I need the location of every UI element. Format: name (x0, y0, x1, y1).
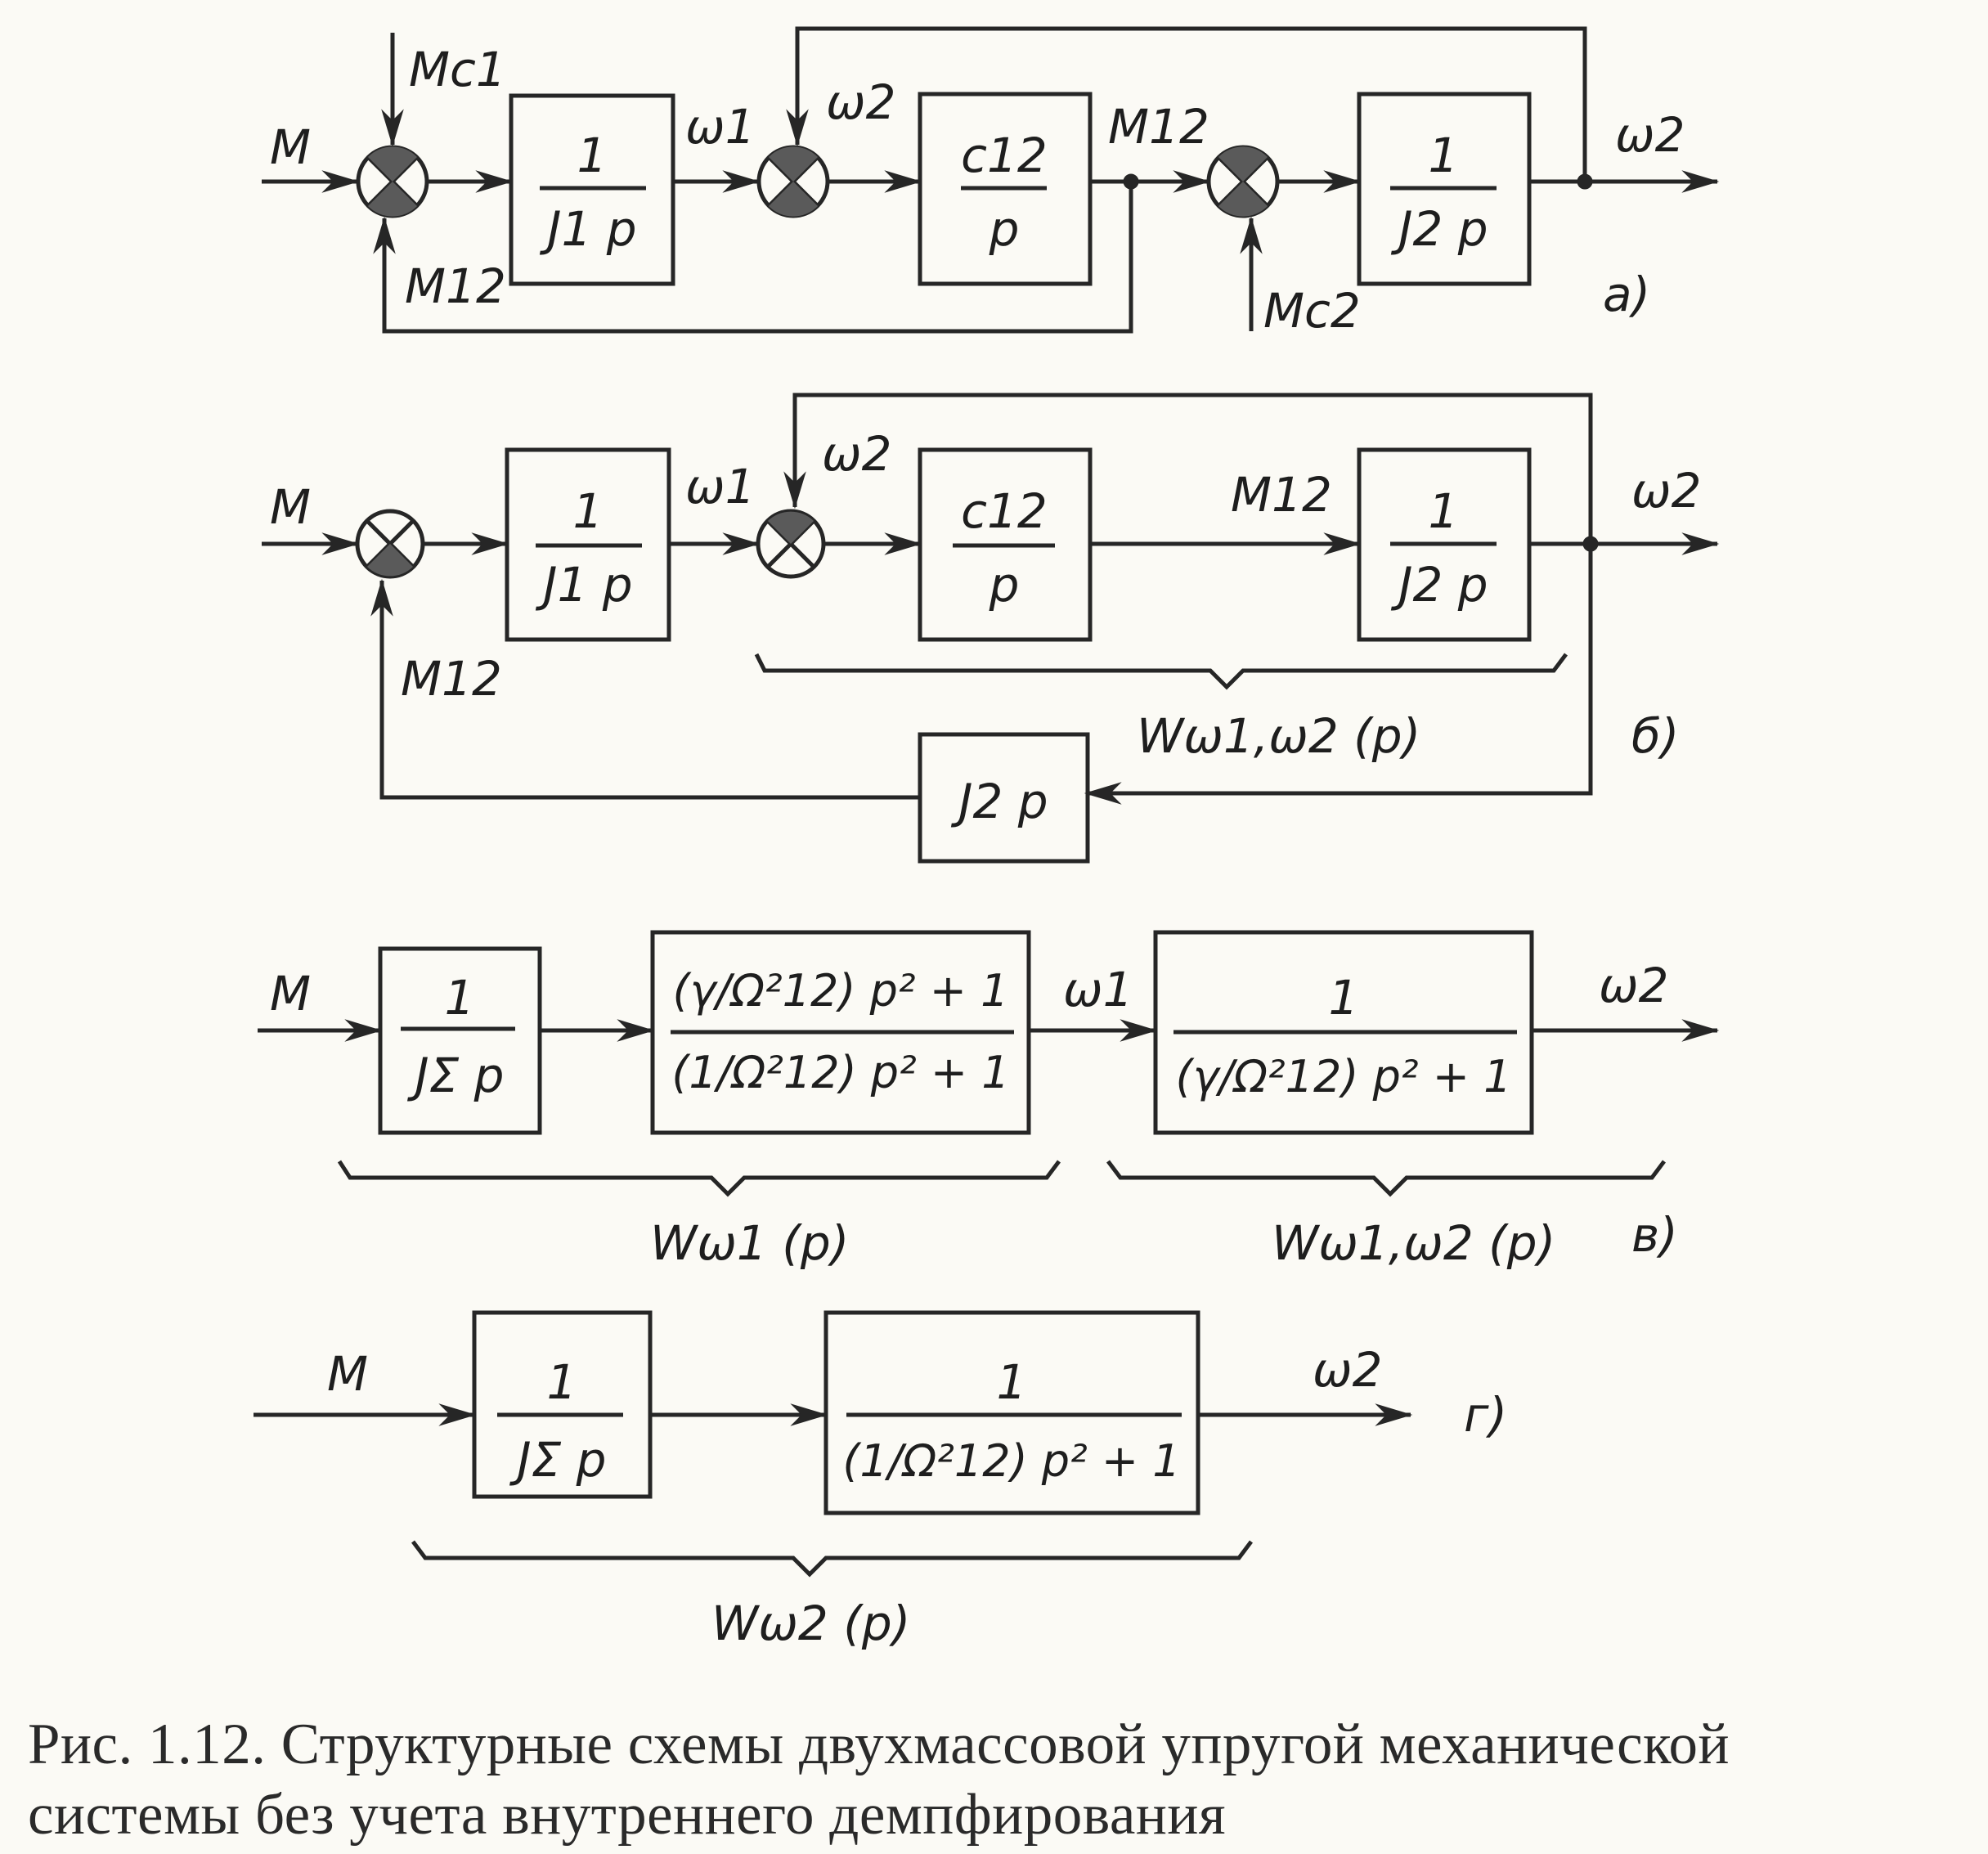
diagram-label: б) (1631, 708, 1679, 764)
feedback-m12-label: M12 (401, 651, 502, 707)
block-1-denominator: JΣ p (406, 1048, 504, 1103)
summing-junction (1206, 145, 1280, 218)
brace-label-1: Wω1 (p) (650, 1215, 849, 1271)
block-1-numerator: 1 (573, 483, 604, 539)
omega1-label: ω1 (1063, 962, 1133, 1017)
block-2-denominator: p (989, 201, 1020, 257)
disturbance-2-label: Mc2 (1263, 283, 1361, 339)
summing-junction (355, 509, 425, 579)
brace-w-omega1 (337, 1160, 1061, 1197)
omega1-label: ω1 (685, 459, 755, 514)
figure-caption: Рис. 1.12. Структурные схемы двухмассово… (28, 1709, 1958, 1850)
block-2-numerator: c12 (961, 483, 1048, 539)
brace-w-omega1-omega2 (754, 653, 1568, 690)
block-2-numerator: c12 (961, 128, 1048, 183)
block-3-denominator: (γ/Ω²12) p² + 1 (1176, 1051, 1512, 1102)
diagram-b (262, 393, 1720, 864)
diagram-d (254, 1310, 1413, 1578)
block-1-numerator: 1 (547, 1354, 577, 1410)
feedback-omega2-label: ω2 (822, 426, 891, 482)
output-label: ω2 (1631, 463, 1701, 518)
block-3-numerator: 1 (1329, 970, 1359, 1026)
block-3-numerator: 1 (1429, 483, 1459, 539)
feedback-m12-label: M12 (405, 258, 506, 314)
block-1-j1p (509, 93, 675, 286)
brace-w-omega2 (411, 1540, 1253, 1578)
diagram-label: г) (1464, 1387, 1507, 1443)
input-label: M (270, 966, 311, 1021)
m12-label: M12 (1231, 467, 1332, 523)
feedback-path-to-j2p (1084, 544, 1593, 805)
caption-line-1: Рис. 1.12. Структурные схемы двухмассово… (28, 1713, 1730, 1776)
input-label: M (270, 119, 311, 175)
diagram-label: в) (1631, 1207, 1678, 1263)
block-3-denominator: J2 p (1390, 201, 1488, 257)
feedback-omega2-path (783, 393, 1593, 544)
block-1-numerator: 1 (577, 128, 608, 183)
feedback-block-label: J2 p (950, 774, 1048, 829)
brace-w-omega1-omega2 (1106, 1160, 1666, 1197)
block-1-jsigma-p (378, 946, 542, 1135)
block-1-denominator: J1 p (535, 557, 632, 613)
block-2-numerator: (γ/Ω²12) p² + 1 (673, 965, 1009, 1017)
block-1-numerator: 1 (445, 970, 475, 1026)
brace-label: Wω1,ω2 (p) (1137, 708, 1420, 764)
feedback-m12-path (370, 578, 920, 800)
input-label: M (270, 479, 311, 535)
block-1-denominator: J1 p (539, 201, 636, 257)
diagram-a (262, 26, 1720, 334)
brace-label: Wω2 (p) (711, 1596, 910, 1651)
block-2-denominator: (1/Ω²12) p² + 1 (671, 1047, 1009, 1098)
feedback-m12-path (373, 182, 1133, 334)
summing-junction (356, 145, 429, 218)
brace-label-2: Wω1,ω2 (p) (1272, 1215, 1555, 1271)
block-3-numerator: 1 (1429, 128, 1459, 183)
input-label: M (327, 1346, 368, 1402)
disturbance-label: Mc1 (409, 42, 506, 97)
block-2-c12p (918, 92, 1093, 286)
feedback-omega2-path (786, 26, 1587, 182)
diagram-c (258, 930, 1720, 1197)
output-label: ω2 (1313, 1342, 1382, 1398)
summing-junction (756, 145, 830, 218)
m12-label: M12 (1108, 99, 1209, 155)
feedback-omega2-label: ω2 (826, 74, 895, 130)
output-label: ω2 (1615, 107, 1685, 163)
block-3-denominator: J2 p (1390, 557, 1488, 613)
output-label: ω2 (1599, 958, 1668, 1013)
summing-junction (756, 509, 826, 579)
block-2-denominator: (1/Ω²12) p² + 1 (842, 1435, 1180, 1487)
block-3-j2p (1357, 92, 1532, 286)
block-1-denominator: JΣ p (509, 1432, 606, 1488)
block-2-numerator: 1 (997, 1354, 1027, 1410)
diagram-label: а) (1603, 267, 1650, 322)
omega1-label: ω1 (685, 99, 755, 155)
block-2-denominator: p (989, 557, 1020, 613)
block-1-jsigma-p (472, 1310, 653, 1499)
caption-line-2: системы без учета внутреннего демпфирова… (28, 1783, 1227, 1847)
